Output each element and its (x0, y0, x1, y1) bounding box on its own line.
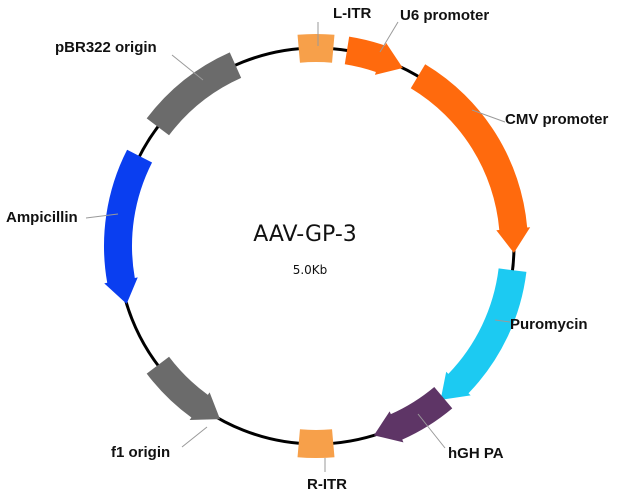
segment-f1-origin (146, 356, 221, 420)
segment-pbr322-origin (146, 52, 242, 136)
leader-f1-origin (181, 426, 208, 448)
leader-cmv-promoter (471, 109, 506, 123)
label-hgh-pa: hGH PA (448, 445, 504, 462)
leader-lines (85, 21, 511, 472)
label-r-itr: R-ITR (307, 476, 347, 493)
segment-hgh-pa (373, 386, 453, 443)
leader-pbr322-origin (171, 54, 204, 81)
segment-u6-promoter (344, 36, 403, 75)
label-cmv-promoter: CMV promoter (505, 111, 609, 128)
leader-puromycin (494, 319, 511, 323)
label-l-itr: L-ITR (333, 5, 371, 22)
segment-puromycin (440, 268, 527, 400)
segment-cmv-promoter (410, 64, 531, 253)
label-f1-origin: f1 origin (111, 444, 170, 461)
label-u6-promoter: U6 promoter (400, 7, 489, 24)
segment-ampicillin (104, 149, 153, 304)
segment-l-itr (297, 34, 335, 63)
plasmid-name: AAV-GP-3 (253, 222, 357, 247)
leader-hgh-pa (417, 413, 446, 449)
feature-segments (104, 34, 531, 458)
leader-u6-promoter (379, 21, 399, 53)
segment-r-itr (297, 429, 335, 458)
plasmid-size: 5.0Kb (293, 263, 328, 277)
label-ampicillin: Ampicillin (6, 209, 78, 226)
leader-ampicillin (85, 213, 119, 219)
label-pbr322-origin: pBR322 origin (55, 39, 157, 56)
label-puromycin: Puromycin (510, 316, 588, 333)
